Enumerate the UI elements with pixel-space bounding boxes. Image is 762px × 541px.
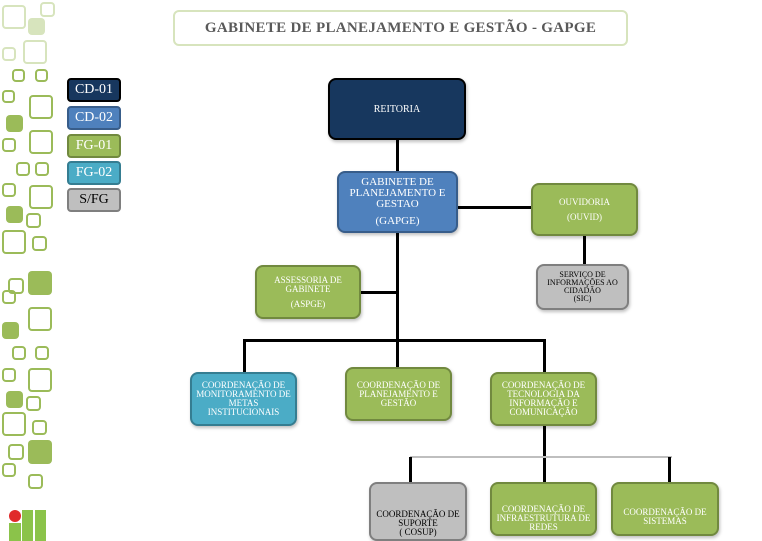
decorative-square	[28, 440, 52, 464]
logo-green-grid-icon-lower	[9, 523, 21, 541]
node-abbr: ( COSUP)	[399, 527, 437, 537]
node-label: COORDENAÇÃO DE TECNOLOGIA DA INFORMAÇÃO …	[501, 380, 586, 417]
decorative-square	[2, 183, 16, 197]
decorative-square	[29, 95, 53, 119]
legend-s-fg: S/FG	[67, 188, 121, 212]
connector-line	[543, 339, 546, 372]
node-monitoramento[interactable]: COORDENAÇÃO DE MONITORAMENTO DE METAS IN…	[190, 372, 297, 426]
node-label: GABINETE DE PLANEJAMENTO E GESTAO	[349, 176, 446, 210]
node-sic[interactable]: SERVIÇO DE INFORMAÇÕES AO CIDADÃO(SIC)	[536, 264, 629, 310]
decorative-square	[12, 69, 25, 82]
node-label: COORDENAÇÃO DE MONITORAMENTO DE METAS IN…	[196, 380, 291, 417]
logo-green-grid-icon	[22, 510, 48, 541]
node-label: OUVIDORIA	[559, 196, 610, 207]
decorative-square	[2, 138, 16, 152]
decorative-square	[26, 396, 41, 411]
decorative-square	[2, 463, 16, 477]
node-abbr: (GAPGE)	[375, 215, 420, 227]
node-aspge[interactable]: ASSESSORIA DE GABINETE (ASPGE)	[255, 265, 361, 319]
decorative-square	[8, 444, 24, 460]
connector-line	[396, 140, 399, 342]
connector-line	[409, 457, 412, 482]
decorative-square	[35, 346, 49, 360]
connector-line	[243, 339, 246, 372]
decorative-square	[28, 271, 52, 295]
decorative-square	[26, 213, 41, 228]
node-label: COORDENAÇÃO DE PLANEJAMENTO E GESTÃO	[356, 379, 441, 408]
connector-line	[410, 456, 672, 458]
legend-cd-02: CD-02	[67, 106, 121, 130]
decorative-square	[29, 185, 53, 209]
node-abbr: (SIC)	[573, 294, 592, 303]
node-abbr: (OUVID)	[567, 211, 602, 222]
decorative-square	[28, 18, 45, 35]
connector-line	[243, 339, 546, 342]
node-label: ASSESSORIA DE GABINETE	[274, 274, 342, 294]
decorative-square	[40, 2, 55, 17]
decorative-square	[32, 236, 47, 251]
decorative-square	[6, 115, 23, 132]
decorative-square	[12, 346, 26, 360]
decorative-square	[2, 90, 15, 103]
decorative-square	[6, 206, 23, 223]
decorative-square	[6, 391, 23, 408]
decorative-square	[23, 40, 47, 64]
decorative-square	[28, 307, 52, 331]
node-cosup[interactable]: COORDENAÇÃO DE SUPORTE( COSUP)	[369, 482, 467, 541]
node-label: SERVIÇO DE INFORMAÇÕES AO CIDADÃO	[547, 270, 618, 295]
node-reitoria[interactable]: REITORIA	[328, 78, 466, 140]
decorative-square	[29, 130, 53, 154]
connector-line	[668, 457, 671, 482]
legend-cd-01: CD-01	[67, 78, 121, 102]
logo-red-dot-icon	[9, 510, 21, 522]
connector-line	[583, 236, 586, 265]
node-sistemas[interactable]: COORDENAÇÃO DE SISTEMAS	[611, 482, 719, 536]
node-gapge[interactable]: GABINETE DE PLANEJAMENTO E GESTAO (GAPGE)	[337, 171, 458, 233]
node-label: COORDENAÇÃO DE SUPORTE	[376, 509, 460, 528]
decorative-square	[32, 420, 47, 435]
decorative-square	[2, 368, 16, 382]
decorative-square	[2, 47, 16, 61]
node-infraestrutura[interactable]: COORDENAÇÃO DE INFRAESTRUTURA DE REDES	[490, 482, 597, 536]
decorative-square	[2, 5, 26, 29]
node-abbr: (ASPGE)	[290, 298, 326, 309]
connector-line	[458, 206, 532, 209]
decorative-square	[16, 162, 30, 176]
decorative-square	[28, 474, 43, 489]
node-ti[interactable]: COORDENAÇÃO DE TECNOLOGIA DA INFORMAÇÃO …	[490, 372, 597, 426]
decorative-square	[2, 230, 26, 254]
decorative-square	[35, 69, 48, 82]
legend-fg-02: FG-02	[67, 161, 121, 185]
node-ouvidoria[interactable]: OUVIDORIA (OUVID)	[531, 183, 638, 236]
connector-line	[361, 291, 397, 294]
page-title: GABINETE DE PLANEJAMENTO E GESTÃO - GAPG…	[173, 10, 628, 46]
connector-line	[543, 426, 546, 482]
node-label: REITORIA	[373, 103, 421, 115]
legend-fg-01: FG-01	[67, 134, 121, 158]
node-planejamento[interactable]: COORDENAÇÃO DE PLANEJAMENTO E GESTÃO	[345, 367, 452, 421]
decorative-square	[8, 278, 24, 294]
decorative-square	[2, 290, 16, 304]
connector-line	[396, 339, 399, 367]
node-label: COORDENAÇÃO DE SISTEMAS	[623, 507, 707, 526]
node-label: COORDENAÇÃO DE INFRAESTRUTURA DE REDES	[496, 504, 591, 532]
decorative-square	[28, 368, 52, 392]
decorative-square	[2, 322, 19, 339]
decorative-square	[2, 412, 26, 436]
decorative-square	[35, 162, 49, 176]
